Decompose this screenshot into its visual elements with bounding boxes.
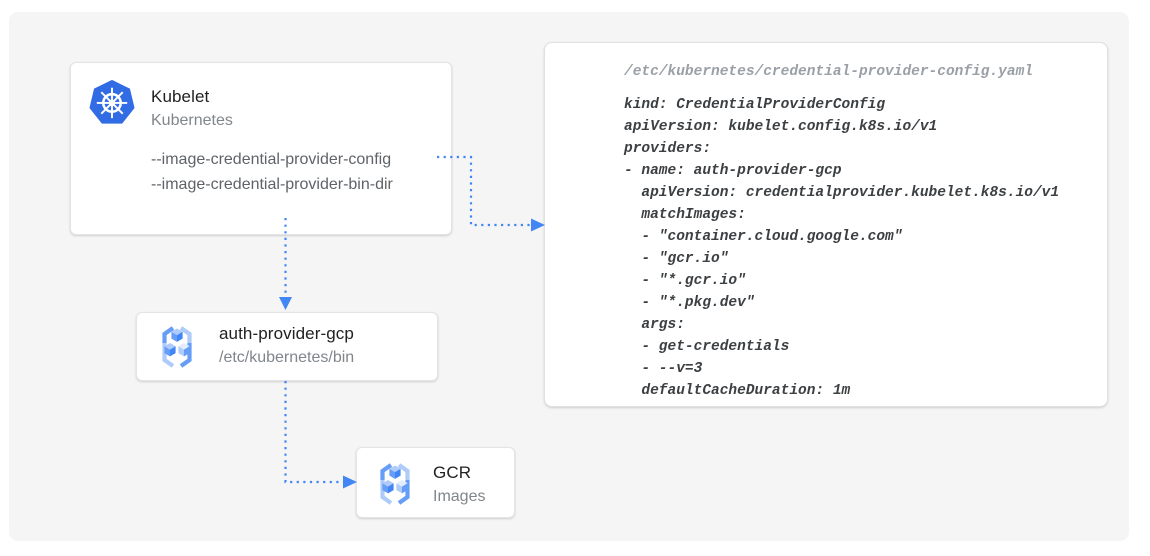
gcr-title: GCR — [433, 463, 472, 482]
gcr-node-card: GCR Images — [356, 447, 515, 518]
registry-cubes-icon — [162, 326, 192, 368]
auth-provider-title: auth-provider-gcp — [219, 324, 354, 343]
credential-provider-config-card: /etc/kubernetes/credential-provider-conf… — [544, 42, 1108, 407]
kubelet-node-card: Kubelet Kubernetes --image-credential-pr… — [70, 62, 452, 235]
kubelet-title: Kubelet — [151, 87, 210, 106]
registry-cubes-icon — [380, 463, 410, 505]
kubelet-subtitle: Kubernetes — [151, 112, 233, 129]
auth-provider-node-card: auth-provider-gcp /etc/kubernetes/bin — [136, 312, 438, 381]
gcr-subtitle: Images — [433, 488, 486, 505]
config-file-path: /etc/kubernetes/credential-provider-conf… — [624, 64, 1033, 80]
kubernetes-icon — [89, 79, 135, 124]
config-yaml-code: kind: CredentialProviderConfig apiVersio… — [624, 97, 1060, 399]
kubelet-flag-bin-dir: --image-credential-provider-bin-dir — [151, 176, 393, 193]
kubelet-flag-config: --image-credential-provider-config — [151, 151, 392, 168]
auth-provider-path: /etc/kubernetes/bin — [219, 349, 355, 366]
